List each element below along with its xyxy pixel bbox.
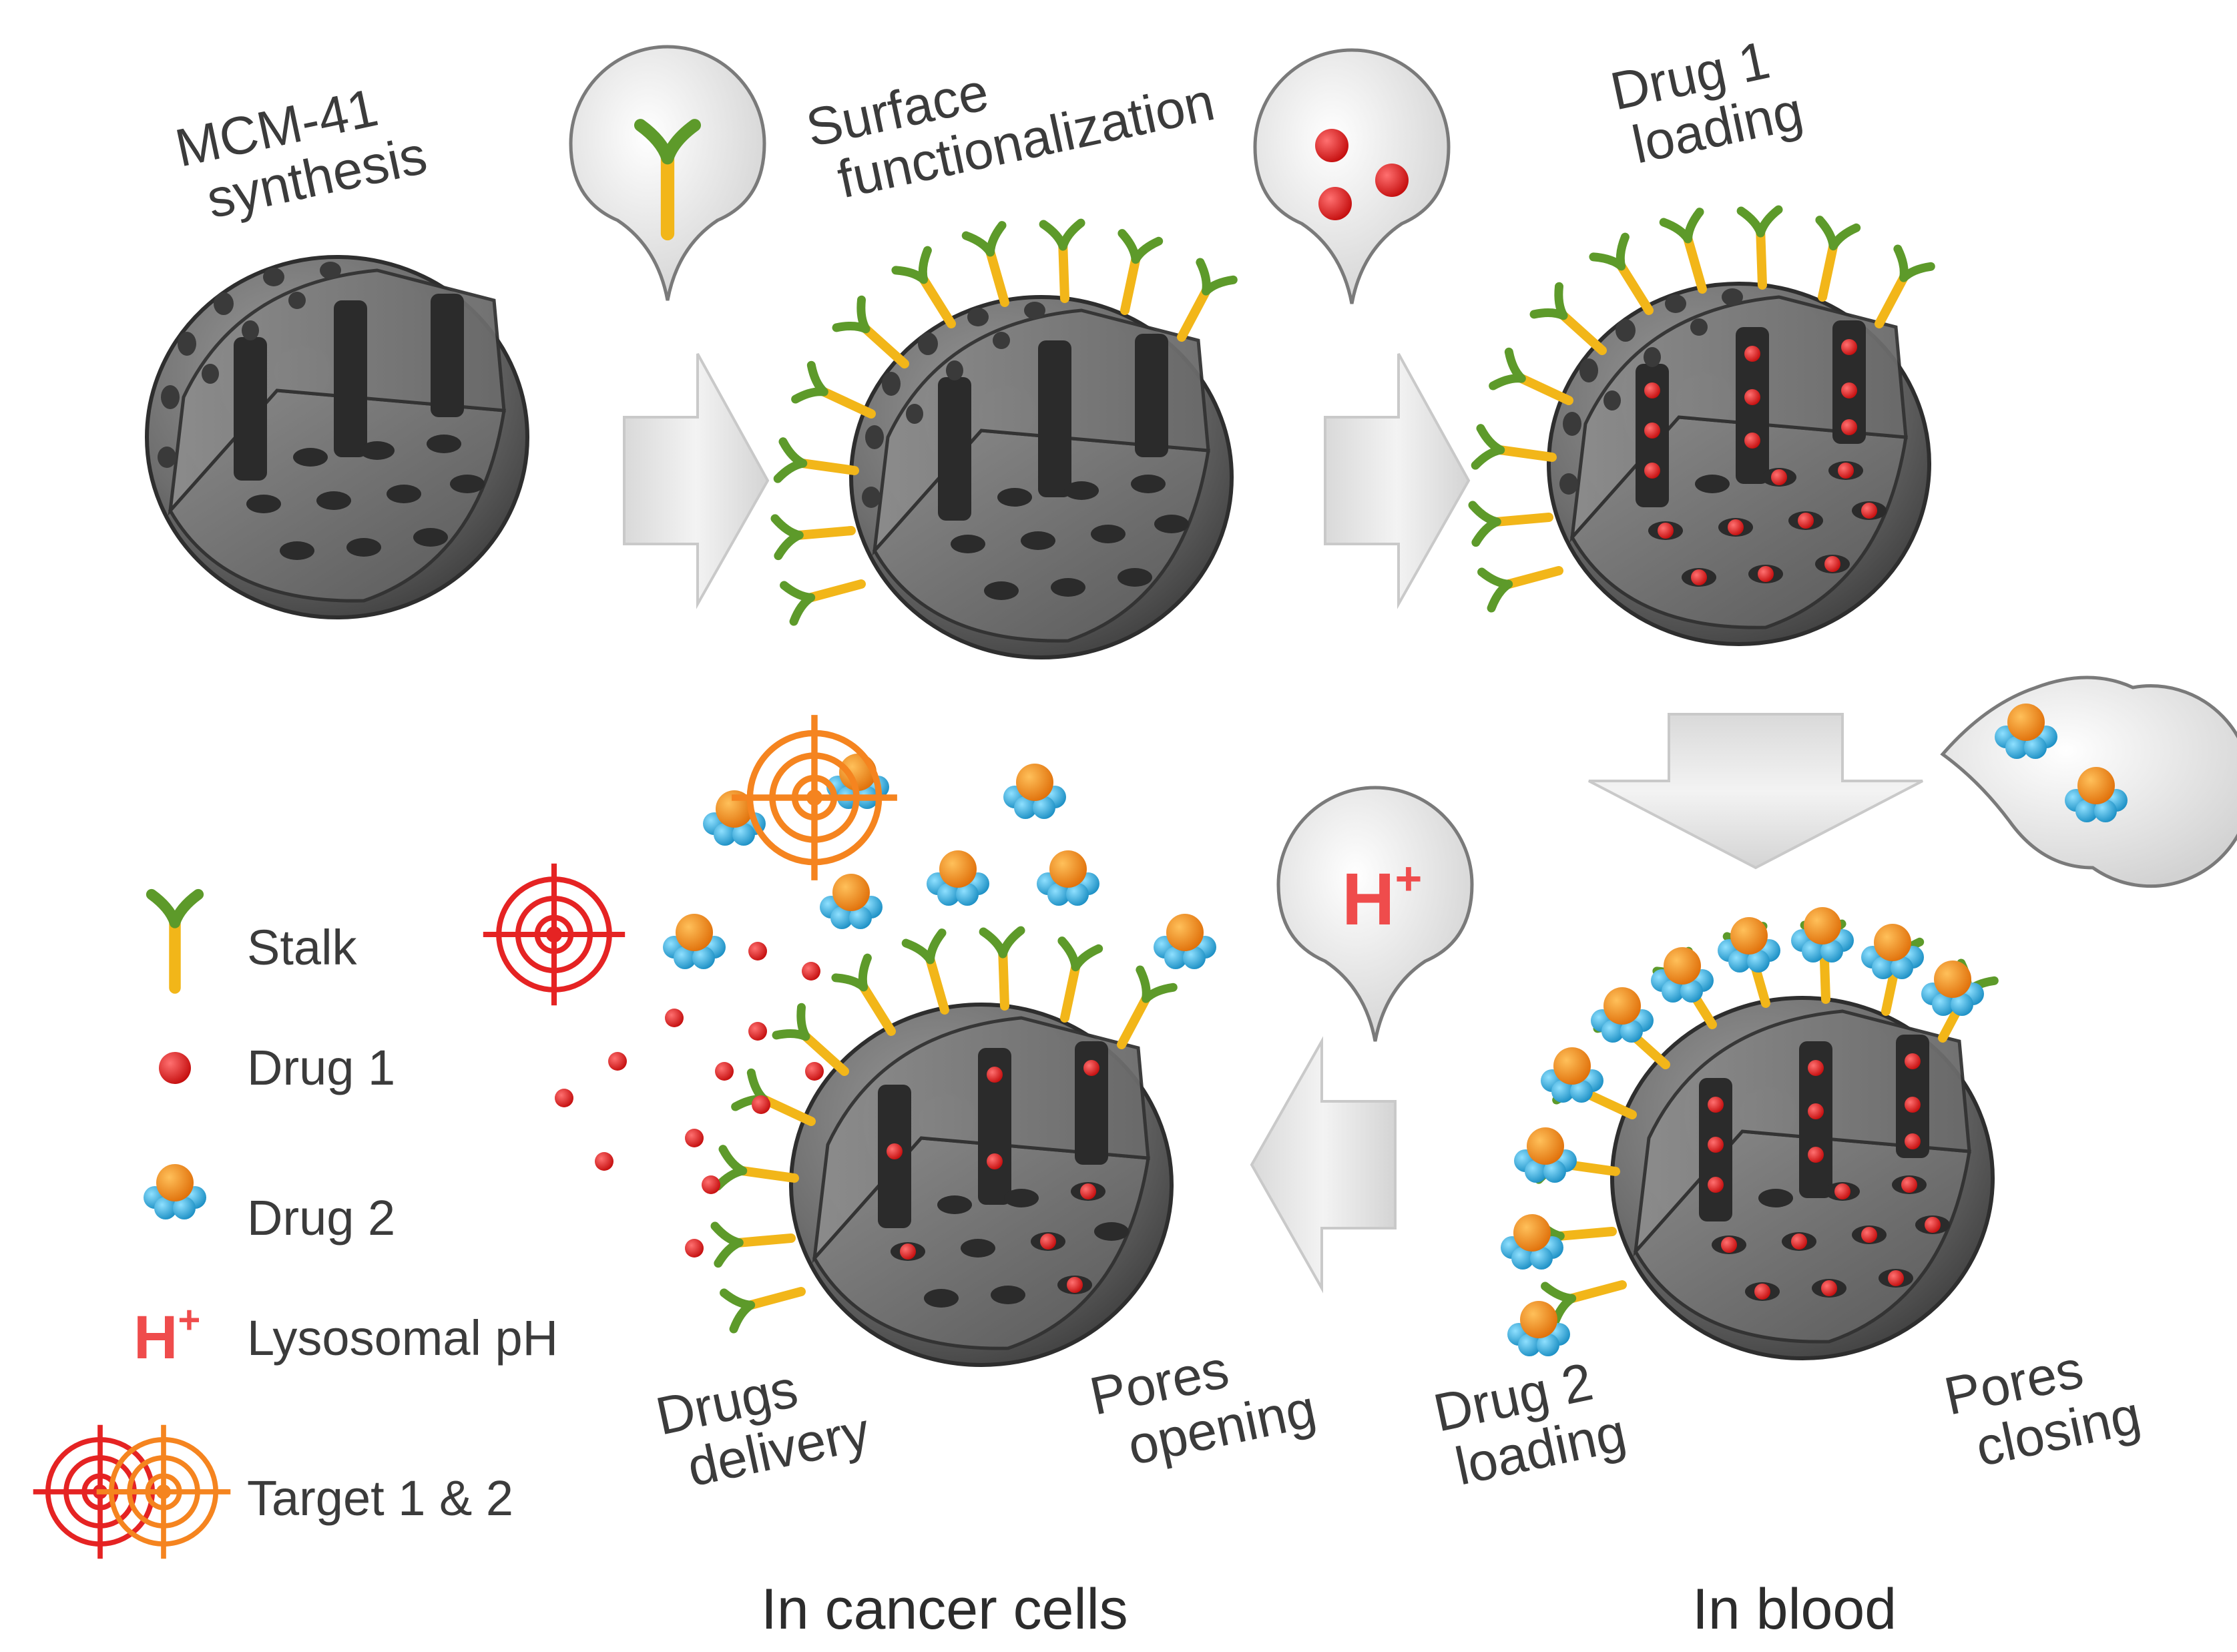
label-drug2: Drug 2 loading: [1429, 1352, 1631, 1496]
label-in-blood: In blood: [1692, 1577, 1897, 1641]
target2-icon-center: [806, 790, 822, 806]
label-surface: Surface functionalization: [801, 61, 1220, 209]
callout-drug1: [1253, 48, 1451, 304]
label-drugs-delivery: Drugs delivery: [651, 1358, 875, 1497]
arrow-step4-to-step5: [1250, 1036, 1397, 1294]
label-synthesis: MCM-41 synthesis: [170, 77, 432, 230]
legend-drug1-icon: [159, 1052, 191, 1084]
hplus-text: H: [1342, 858, 1395, 940]
callout-drug2: [1940, 675, 2237, 888]
drug1-icon: [1375, 164, 1409, 197]
legend-target-label: Target 1 & 2: [247, 1470, 513, 1526]
arrow-step2-to-step3: [1324, 353, 1471, 609]
released-drug1: [555, 942, 824, 1258]
arrow-step1-to-step2: [623, 353, 770, 609]
legend: Stalk Drug 1 Drug 2 H+ Lysosomal pH Targ…: [33, 894, 558, 1559]
target1-icon-center: [546, 926, 562, 942]
legend-stalk-label: Stalk: [247, 920, 358, 975]
particle-functionalized: [775, 223, 1233, 657]
drug1-icon: [1315, 129, 1348, 162]
legend-ph-label: Lysosomal pH: [247, 1310, 558, 1366]
legend-target2-center: [156, 1484, 171, 1499]
label-drug1: Drug 1 loading: [1605, 30, 1808, 175]
legend-drug2-icon: [144, 1164, 206, 1219]
callout-hplus: H+: [1276, 786, 1474, 1042]
svg-text:H+: H+: [1342, 852, 1422, 940]
hplus-sup: +: [1395, 852, 1422, 904]
particle-synthesis: [147, 257, 527, 617]
legend-stalk-icon: [152, 894, 198, 988]
particle-delivering: [715, 930, 1173, 1365]
legend-hplus-icon: H+: [134, 1298, 200, 1372]
label-in-cancer-cells: In cancer cells: [761, 1577, 1128, 1641]
particle-drug1-loaded: [1473, 210, 1931, 644]
callout-stalk: [569, 45, 766, 301]
legend-drug1-label: Drug 1: [247, 1040, 395, 1095]
legend-drug2-label: Drug 2: [247, 1190, 395, 1246]
particle-drug2-capped: [1501, 907, 1994, 1358]
label-pores-closing: Pores closing: [1939, 1339, 2146, 1477]
arrow-step3-to-step4: [1588, 713, 1923, 870]
drug1-icon: [1318, 187, 1352, 220]
label-pores-opening: Pores opening: [1085, 1339, 1321, 1476]
